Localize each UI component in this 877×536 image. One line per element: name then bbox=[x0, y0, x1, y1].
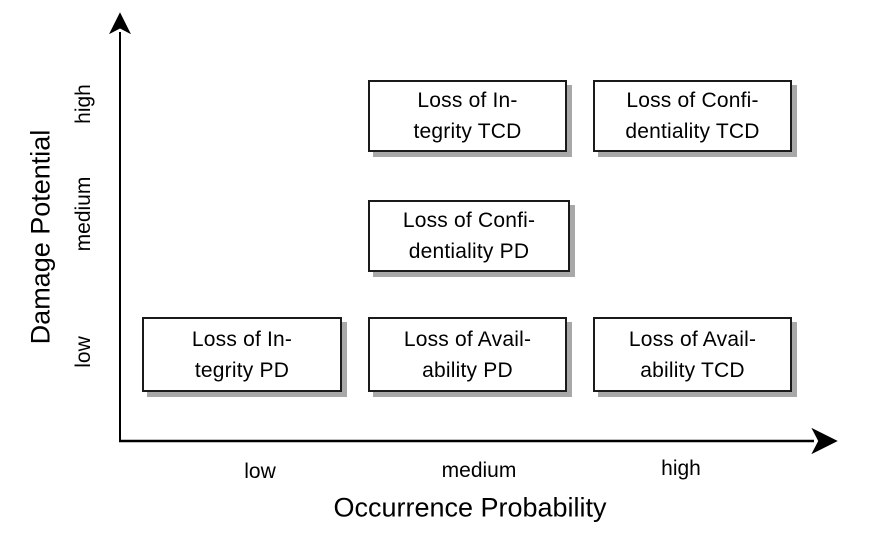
node-label-line: dentiality PD bbox=[408, 240, 530, 263]
y-tick-high: high bbox=[72, 84, 95, 124]
node-loss-of-confidentiality-pd: Loss of Confi- dentiality PD bbox=[368, 200, 570, 272]
x-tick-medium: medium bbox=[441, 459, 517, 482]
node-label-line: Loss of Confi- bbox=[626, 89, 759, 112]
node-label-line: Loss of Confi- bbox=[402, 209, 536, 232]
y-tick-low: low bbox=[72, 336, 95, 368]
node-label-line: tegrity TCD bbox=[413, 120, 522, 143]
y-axis-title: Damage Potential bbox=[25, 129, 56, 345]
node-label-line: Loss of Avail- bbox=[628, 327, 757, 351]
x-tick-low: low bbox=[244, 460, 276, 483]
node-label-line: Loss of In- bbox=[417, 89, 518, 112]
node-loss-of-confidentiality-tcd: Loss of Confi- dentiality TCD bbox=[593, 80, 792, 152]
node-loss-of-availability-tcd: Loss of Avail- ability TCD bbox=[593, 317, 792, 392]
node-loss-of-integrity-pd: Loss of In- tegrity PD bbox=[142, 317, 342, 392]
x-tick-high: high bbox=[661, 457, 701, 480]
node-label-line: Loss of Avail- bbox=[403, 327, 532, 351]
node-label-line: dentiality TCD bbox=[625, 120, 760, 143]
node-label-line: ability TCD bbox=[640, 358, 745, 382]
y-tick-medium: medium bbox=[72, 176, 95, 252]
node-loss-of-integrity-tcd: Loss of In- tegrity TCD bbox=[368, 80, 567, 152]
node-label-line: tegrity PD bbox=[194, 358, 290, 382]
x-axis-title: Occurrence Probability bbox=[333, 492, 607, 523]
node-label-line: ability PD bbox=[422, 358, 513, 382]
node-loss-of-availability-pd: Loss of Avail- ability PD bbox=[368, 317, 567, 392]
node-label-line: Loss of In- bbox=[191, 327, 293, 351]
